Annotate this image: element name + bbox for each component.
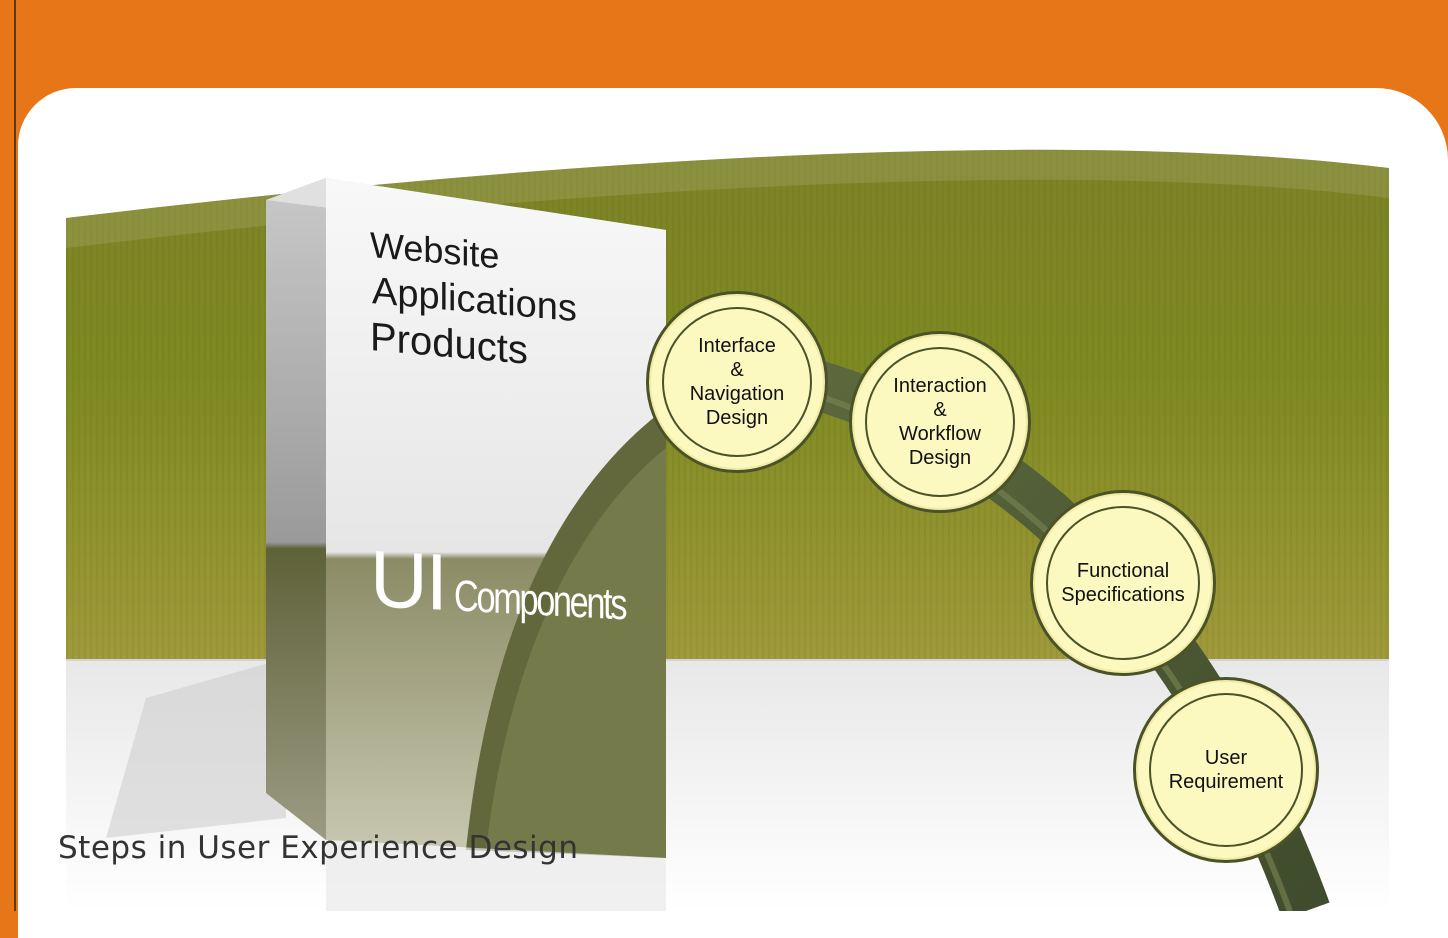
step-circle-functional-specifications: Functional Specifications [1030,490,1216,676]
step-circle-user-requirement: User Requirement [1133,677,1319,863]
step-label: Functional Specifications [1061,560,1185,606]
box-title: Website Applications Products [370,222,670,386]
ui-label-small: Components [454,571,626,630]
step-circle-interaction-workflow: Interaction & Workflow Design [849,331,1031,513]
step-circle-interface-navigation: Interface & Navigation Design [646,291,828,473]
caption: Steps in User Experience Design [58,830,579,866]
step-label: Interaction & Workflow Design [893,375,987,469]
ui-label-big: UI [370,534,446,627]
step-label: Interface & Navigation Design [689,335,785,429]
left-frame-rule [14,0,16,911]
step-label: User Requirement [1168,747,1284,793]
